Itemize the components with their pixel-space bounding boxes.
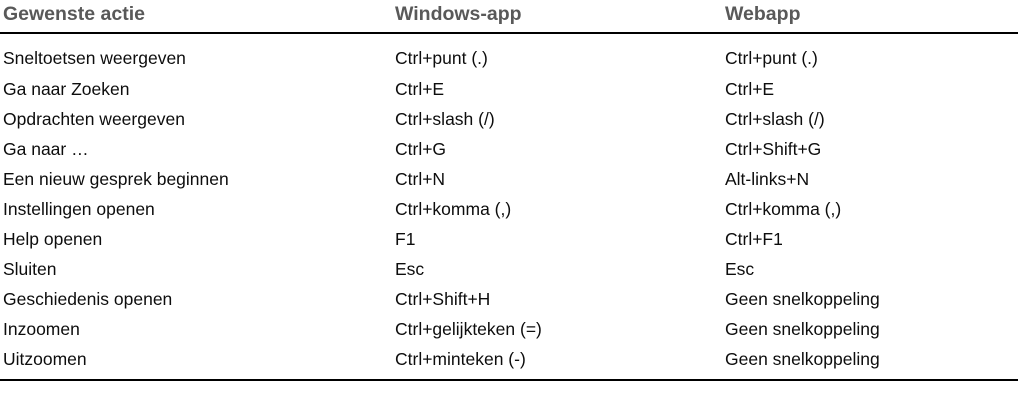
table-header: Gewenste actie Windows-app Webapp — [0, 0, 1018, 35]
cell-web: Ctrl+slash (/) — [725, 108, 825, 129]
cell-action: Help openen — [3, 228, 103, 249]
cell-windows: Ctrl+E — [395, 78, 445, 99]
cell-windows: Ctrl+gelijkteken (=) — [395, 319, 542, 340]
column-header-action: Gewenste actie — [0, 0, 392, 35]
cell-action: Ga naar Zoeken — [3, 78, 130, 99]
table-row: Inzoomen Ctrl+gelijkteken (=) Geen snelk… — [0, 315, 1018, 345]
cell-windows: Ctrl+slash (/) — [395, 108, 495, 129]
cell-web: Esc — [725, 259, 755, 280]
cell-action: Instellingen openen — [3, 198, 155, 219]
table-row: Uitzoomen Ctrl+minteken (-) Geen snelkop… — [0, 344, 1018, 382]
cell-windows: Ctrl+minteken (-) — [392, 344, 722, 382]
cell-action: Sneltoetsen weergeven — [3, 48, 186, 69]
cell-windows: Ctrl+punt (.) — [395, 48, 488, 69]
table-row: Instellingen openen Ctrl+komma (,) Ctrl+… — [0, 194, 1018, 224]
column-header-web: Webapp — [722, 0, 1018, 35]
cell-windows: Ctrl+Shift+H — [395, 289, 491, 310]
cell-action: Opdrachten weergeven — [3, 108, 185, 129]
cell-web: Alt-links+N — [725, 168, 810, 189]
cell-web: Ctrl+komma (,) — [725, 198, 842, 219]
cell-web: Geen snelkoppeling — [725, 289, 880, 310]
table-row: Opdrachten weergeven Ctrl+slash (/) Ctrl… — [0, 104, 1018, 134]
cell-web: Ctrl+E — [725, 78, 775, 99]
cell-web: Ctrl+punt (.) — [725, 48, 818, 69]
cell-web: Geen snelkoppeling — [725, 319, 880, 340]
cell-action: Ga naar … — [3, 138, 89, 159]
cell-windows: Ctrl+komma (,) — [395, 198, 512, 219]
table-header-row: Gewenste actie Windows-app Webapp — [0, 0, 1018, 35]
table-row: Sneltoetsen weergeven Ctrl+punt (.) Ctrl… — [0, 33, 1018, 74]
cell-windows: Ctrl+G — [395, 138, 447, 159]
cell-windows: F1 — [395, 228, 416, 249]
cell-action: Uitzoomen — [0, 344, 392, 382]
cell-windows: Ctrl+N — [395, 168, 446, 189]
table-row: Een nieuw gesprek beginnen Ctrl+N Alt-li… — [0, 164, 1018, 194]
column-header-windows: Windows-app — [392, 0, 722, 35]
table-row: Ga naar … Ctrl+G Ctrl+Shift+G — [0, 134, 1018, 164]
keyboard-shortcuts-table: Gewenste actie Windows-app Webapp Snelto… — [0, 0, 1018, 382]
cell-web: Ctrl+Shift+G — [725, 138, 822, 159]
table-row: Geschiedenis openen Ctrl+Shift+H Geen sn… — [0, 285, 1018, 315]
table-row: Help openen F1 Ctrl+F1 — [0, 224, 1018, 254]
cell-action: Een nieuw gesprek beginnen — [3, 168, 229, 189]
cell-action: Sluiten — [3, 259, 57, 280]
cell-web: Geen snelkoppeling — [722, 344, 1018, 382]
cell-action: Inzoomen — [3, 319, 80, 340]
table-row: Sluiten Esc Esc — [0, 255, 1018, 285]
cell-windows: Esc — [395, 259, 425, 280]
cell-action: Geschiedenis openen — [3, 289, 173, 310]
table-row: Ga naar Zoeken Ctrl+E Ctrl+E — [0, 74, 1018, 104]
table-body: Sneltoetsen weergeven Ctrl+punt (.) Ctrl… — [0, 33, 1018, 382]
cell-web: Ctrl+F1 — [725, 228, 783, 249]
